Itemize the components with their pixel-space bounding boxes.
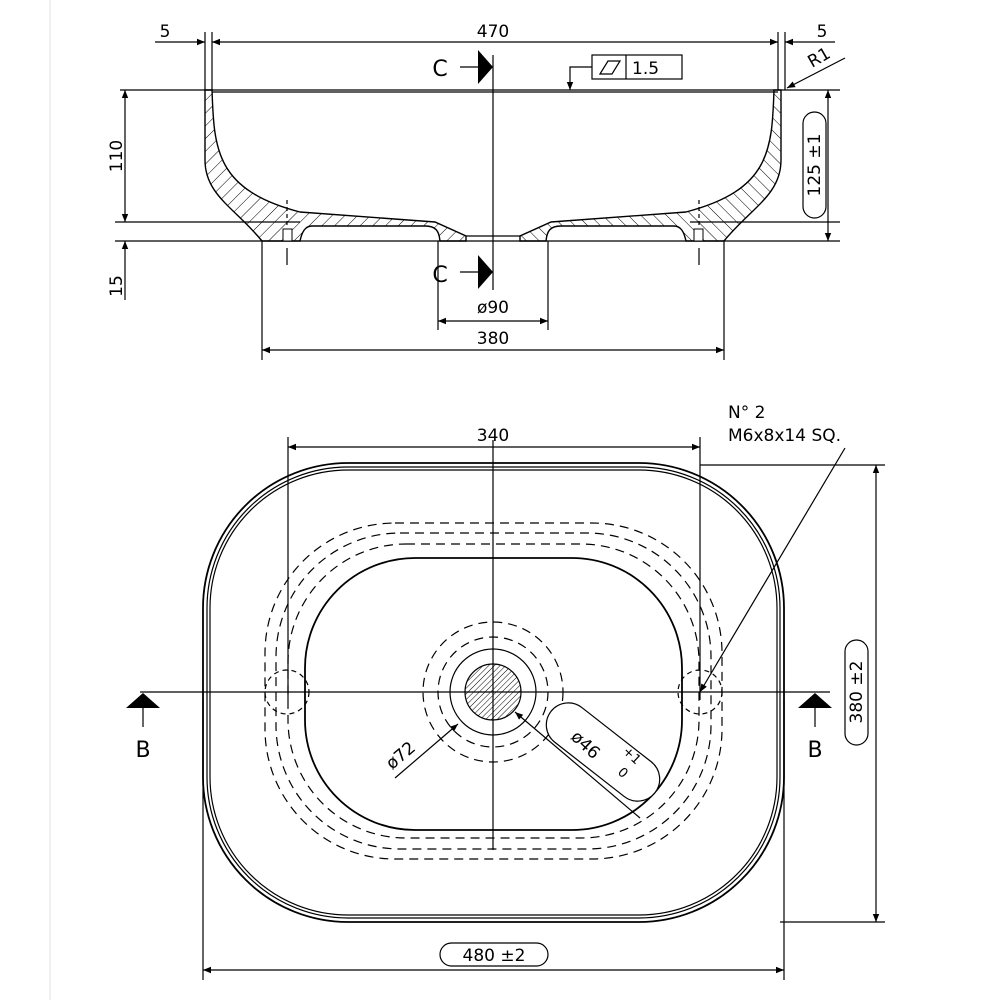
section-arrow-top [478,50,493,84]
section-arrow-left [126,693,160,708]
section-profile-left [204,89,467,265]
radius-label: R1 [805,44,835,73]
dim-drain-90: ø90 [477,298,509,318]
dim-15: 15 [107,275,127,297]
section-b-left: B [135,738,150,763]
dim-125: 125 ±1 [805,134,825,197]
note-count: N° 2 [728,403,765,423]
dim-480-2: 480 ±2 [463,946,526,966]
dim-drain-72: ø72 [382,738,419,774]
dim-340: 340 [477,426,509,446]
flatness-icon [598,60,622,75]
dim-110: 110 [107,140,127,172]
section-arrow-right [798,693,832,708]
section-b-right: B [807,738,822,763]
section-profile-right [519,89,782,265]
drain-hidden-inner [437,636,549,748]
section-view: 470 5 5 C C 1.5 R1 110 15 125 ±1 [107,22,846,360]
fixing-left [264,669,310,715]
section-c-top: C [432,57,447,82]
dim-base-380: 380 [477,329,509,349]
overflow-slot [545,702,661,802]
note-insert: M6x8x14 SQ. [728,426,841,446]
dim-wall-left: 5 [160,22,171,42]
drain-hole [464,663,522,721]
section-arrow-bottom [478,255,493,289]
plan-view: ø46 +1 0 ø72 340 380 ±2 480 ±2 B B N° 2 … [126,403,885,980]
dim-380-2: 380 ±2 [847,661,867,724]
dim-wall-right: 5 [817,22,828,42]
section-c-bottom: C [432,263,447,288]
flatness-frame: 1.5 [566,54,683,90]
drain-hidden-outer [422,621,564,763]
drain-outer [449,648,537,736]
flatness-value: 1.5 [632,59,659,79]
dim-470: 470 [477,22,509,42]
